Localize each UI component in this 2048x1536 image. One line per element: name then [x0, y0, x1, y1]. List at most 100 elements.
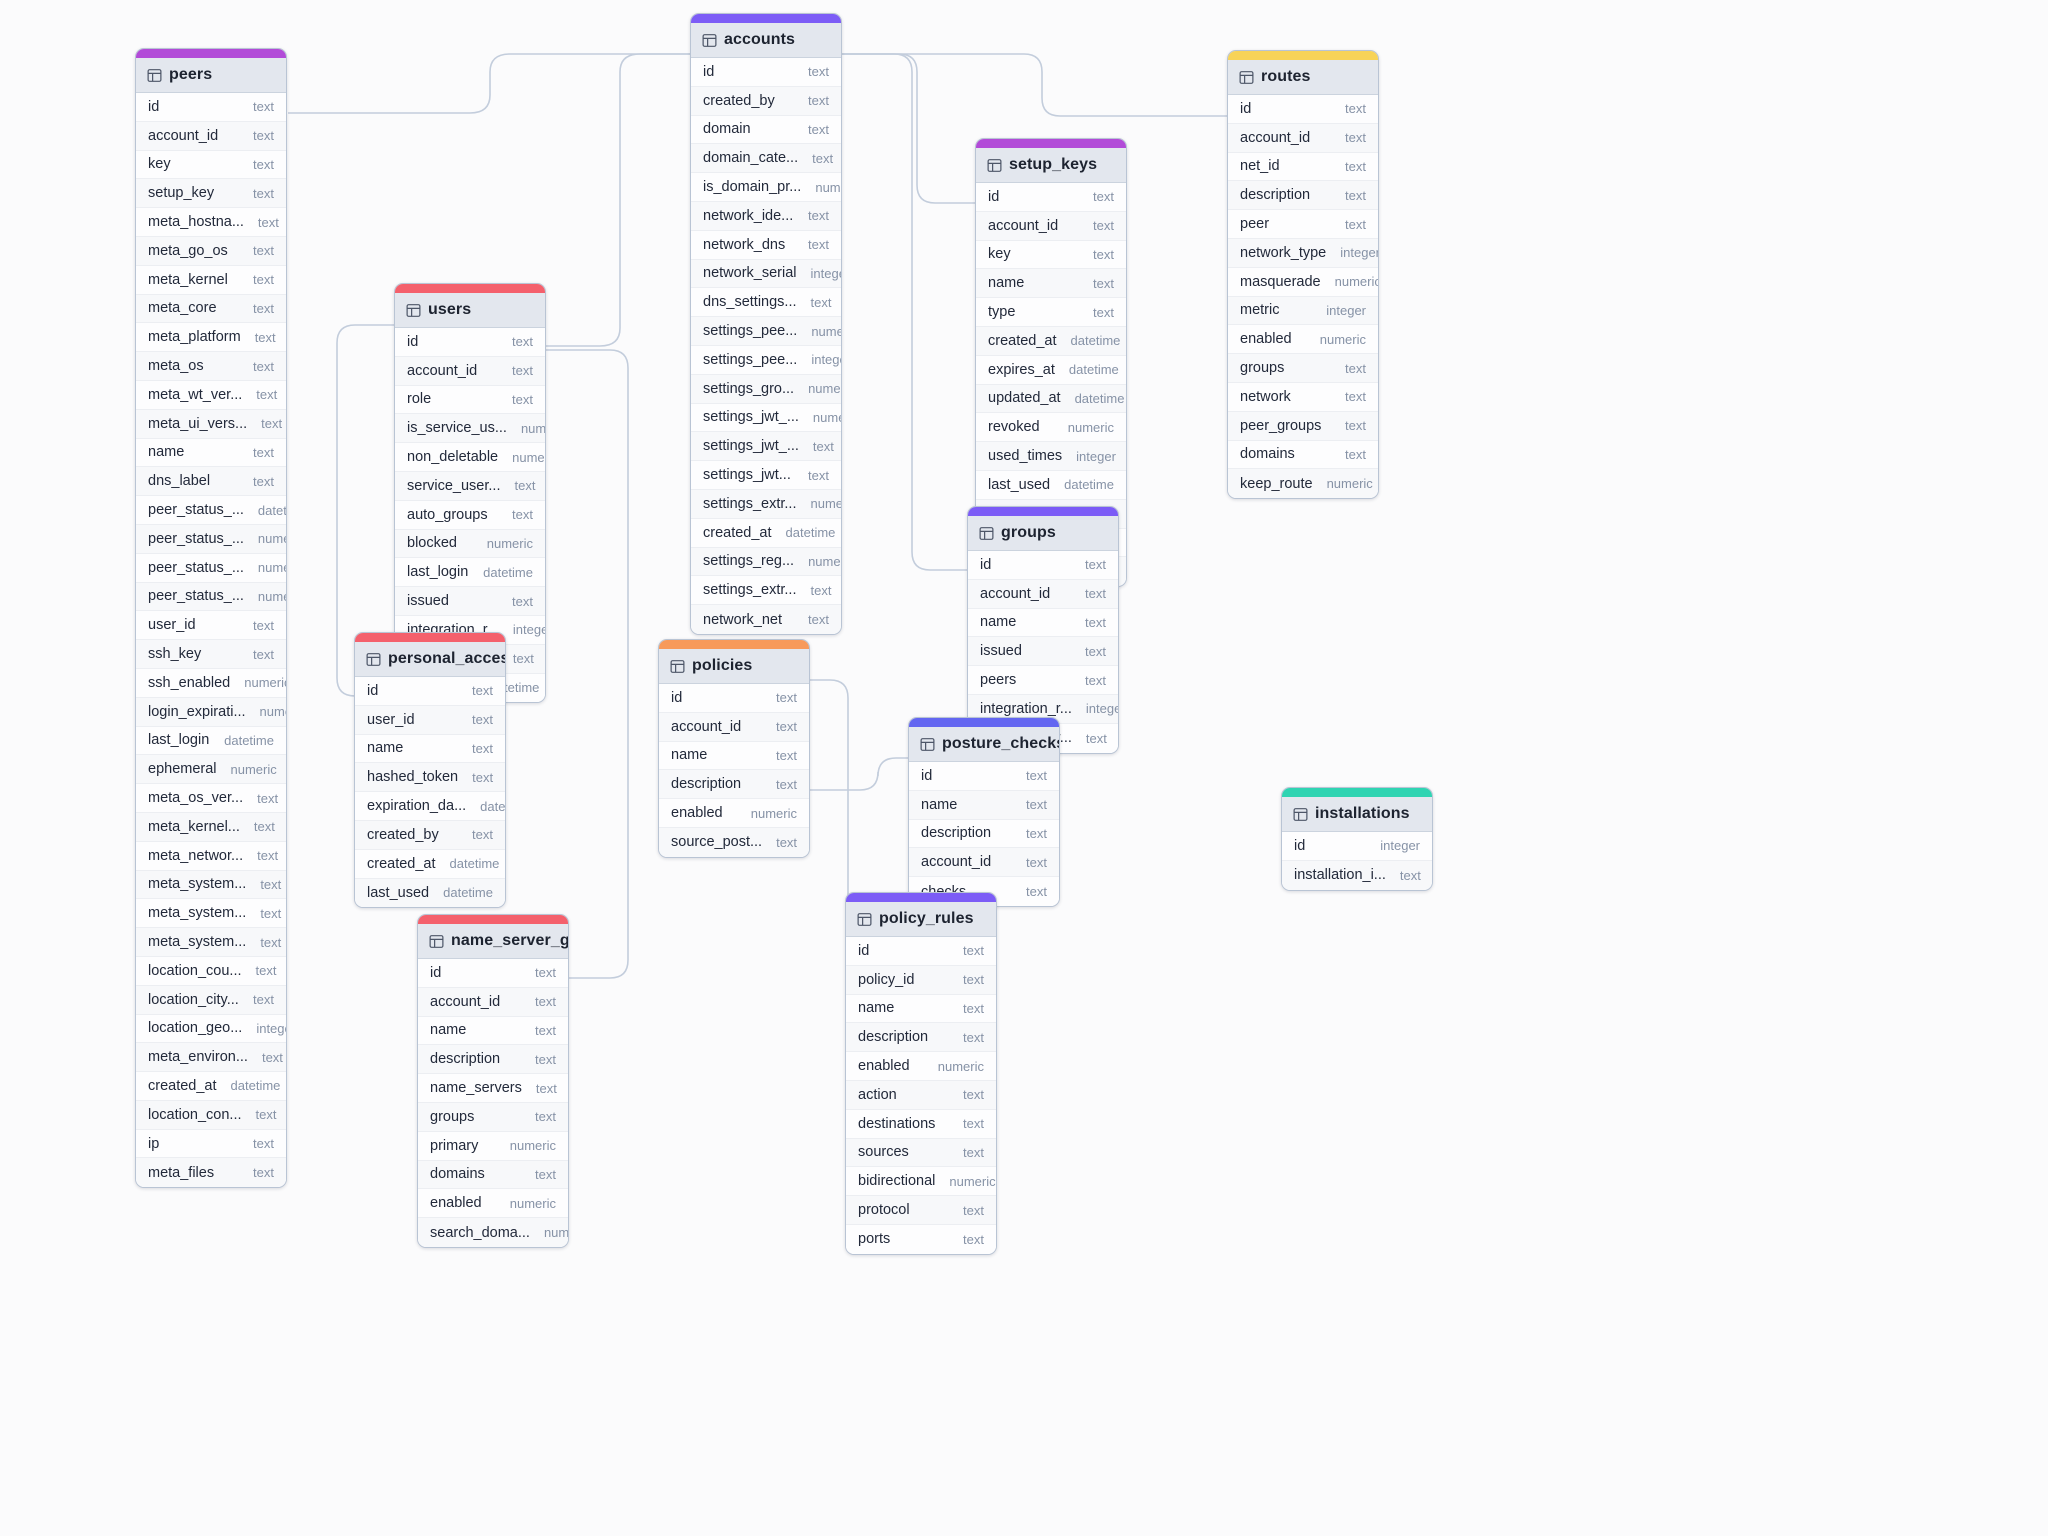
table-header-posture_checks[interactable]: posture_checks — [909, 727, 1059, 762]
table-header-peers[interactable]: peers — [136, 58, 286, 93]
field-row[interactable]: location_con...text — [136, 1100, 286, 1130]
table-header-name_server_groups[interactable]: name_server_groups — [418, 924, 568, 959]
field-row[interactable]: meta_hostna...text — [136, 208, 286, 237]
field-row[interactable]: settings_extr...numeric — [691, 489, 841, 519]
field-row[interactable]: settings_gro...numeric — [691, 374, 841, 404]
field-row[interactable]: meta_environ...text — [136, 1043, 286, 1073]
field-row[interactable]: location_cou...text — [136, 956, 286, 986]
table-header-groups[interactable]: groups — [968, 516, 1118, 551]
field-row[interactable]: settings_pee...integer — [691, 345, 841, 375]
table-header-personal_access_tokens[interactable]: personal_access_tokens — [355, 642, 505, 677]
field-row[interactable]: settings_extr...text — [691, 576, 841, 606]
table-header-policies[interactable]: policies — [659, 649, 809, 684]
field-row[interactable]: settings_jwt_...text — [691, 432, 841, 462]
field-row[interactable]: login_expirati...numeric — [136, 697, 286, 727]
field-row[interactable]: source_post...text — [659, 827, 809, 857]
table-header-routes[interactable]: routes — [1228, 60, 1378, 95]
field-row[interactable]: expiration_da...datetime — [355, 792, 505, 821]
table-header-installations[interactable]: installations — [1282, 797, 1432, 832]
field-row[interactable]: is_service_us...numeric — [395, 414, 545, 444]
field-row[interactable]: non_deletablenumeric — [395, 443, 545, 472]
field-row[interactable]: peer_status_...datetime — [136, 496, 286, 525]
field-row[interactable]: settings_jwt_...numeric — [691, 403, 841, 433]
field-row[interactable]: meta_kernel...text — [136, 812, 286, 842]
field-row[interactable]: settings_jwt...text — [691, 461, 841, 490]
field-row[interactable]: search_doma...numeric — [418, 1218, 568, 1247]
table-header-policy_rules[interactable]: policy_rules — [846, 902, 996, 937]
table-card-name_server_groups[interactable]: name_server_groupsidtextaccount_idtextna… — [417, 914, 569, 1248]
table-header-setup_keys[interactable]: setup_keys — [976, 148, 1126, 183]
field-row[interactable]: location_geo...integer — [136, 1014, 286, 1044]
field-row[interactable]: meta_wt_ver...text — [136, 380, 286, 410]
field-row[interactable]: network_serialinteger — [691, 259, 841, 289]
field-row[interactable]: peer_status_...numeric — [136, 582, 286, 612]
field-row[interactable]: meta_system...text — [136, 899, 286, 929]
